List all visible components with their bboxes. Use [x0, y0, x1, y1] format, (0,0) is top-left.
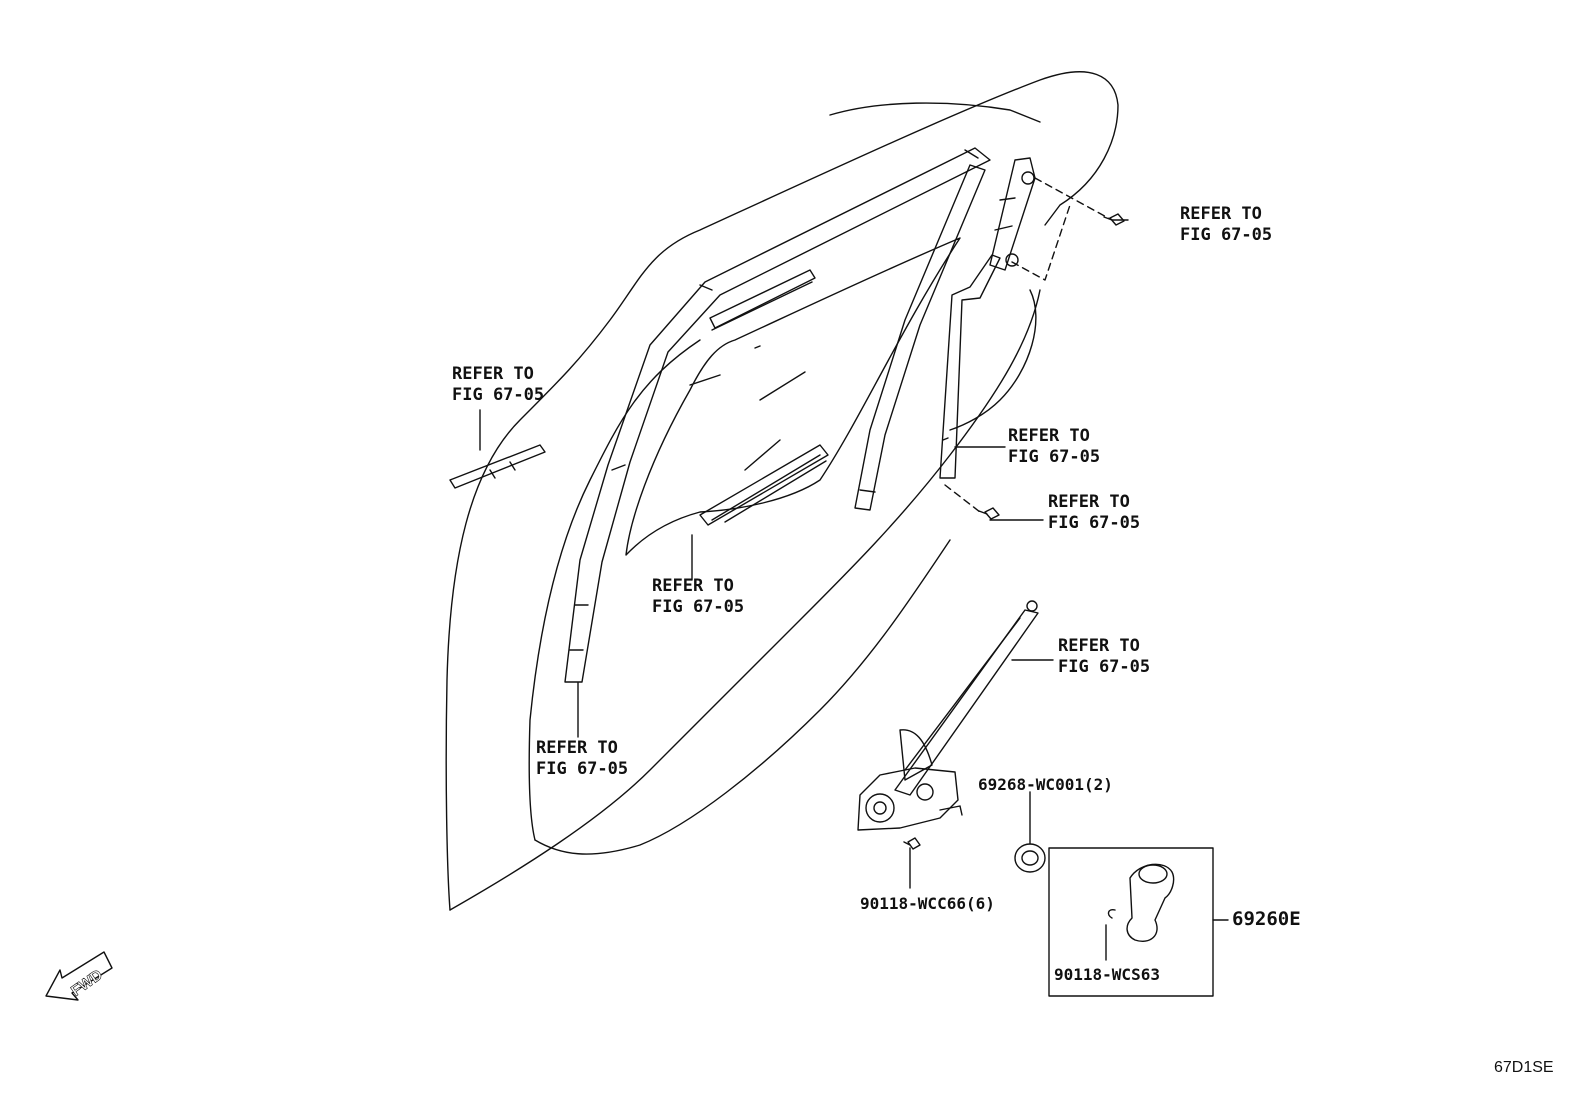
rear-upper-bracket [989, 157, 1036, 271]
door-inner-bottom [534, 539, 951, 855]
glass-run-lower [699, 444, 829, 526]
leader-dashed-bottom [944, 484, 981, 513]
callout-channel-right: REFER TO FIG 67-05 [1008, 426, 1100, 468]
callout-line2: FIG 67-05 [1048, 513, 1141, 533]
door-panel-outline [445, 71, 1119, 911]
door-glass [625, 237, 961, 556]
callout-line2: FIG 67-05 [452, 385, 545, 405]
callout-line2: FIG 67-05 [536, 759, 629, 779]
callout-bolt-right: REFER TO FIG 67-05 [1048, 492, 1140, 534]
window-handle-icon [1126, 863, 1175, 942]
callout-top-right: REFER TO FIG 67-05 [1180, 204, 1272, 246]
callout-line1: REFER TO [452, 364, 534, 384]
door-right-edge [949, 289, 1037, 431]
callout-line2: FIG 67-05 [1008, 447, 1101, 467]
division-bar-channel [854, 164, 986, 511]
part-number-handle-assy: 69260E [1232, 908, 1301, 930]
callout-line1: REFER TO [536, 738, 618, 758]
callout-left: REFER TO FIG 67-05 [452, 364, 544, 406]
leader-dashed-mid [1011, 204, 1071, 281]
door-inner-top [829, 102, 1041, 123]
washer-icon [1014, 843, 1046, 873]
callout-line2: FIG 67-05 [1180, 225, 1273, 245]
part-number-washer: 69268-WC001(2) [978, 775, 1113, 794]
regulator-sector-gear [899, 729, 933, 781]
callout-front-channel: REFER TO FIG 67-05 [536, 738, 628, 780]
door-inner-line [528, 339, 701, 841]
callout-glass-bottom: REFER TO FIG 67-05 [652, 576, 744, 618]
door-lower-edge [449, 289, 1041, 911]
bolt-top-icon [1103, 213, 1125, 226]
rear-lower-channel [939, 254, 1001, 479]
window-regulator-arm [894, 609, 1039, 796]
callout-line1: REFER TO [1048, 492, 1130, 512]
part-number-bolt: 90118-WCC66(6) [860, 894, 995, 913]
fwd-arrow-icon [45, 951, 113, 1001]
regulator-base [857, 767, 959, 831]
callout-regulator: REFER TO FIG 67-05 [1058, 636, 1150, 678]
leader-dashed-top [1034, 177, 1113, 221]
callout-line2: FIG 67-05 [652, 597, 745, 617]
figure-code: 67D1SE [1494, 1059, 1554, 1076]
inner-weatherstrip [709, 269, 816, 329]
bolt-regulator-icon [903, 837, 921, 850]
callout-line1: REFER TO [1008, 426, 1090, 446]
handle-assy-box [1048, 847, 1214, 997]
window-frame-channel [564, 147, 991, 683]
callout-line2: FIG 67-05 [1058, 657, 1151, 677]
bolt-right-icon [978, 507, 1000, 520]
clip-icon [1107, 908, 1116, 919]
part-number-clip: 90118-WCS63 [1054, 965, 1160, 984]
outer-weatherstrip [449, 444, 546, 489]
callout-line1: REFER TO [1058, 636, 1140, 656]
callout-line1: REFER TO [1180, 204, 1262, 224]
callout-line1: REFER TO [652, 576, 734, 596]
